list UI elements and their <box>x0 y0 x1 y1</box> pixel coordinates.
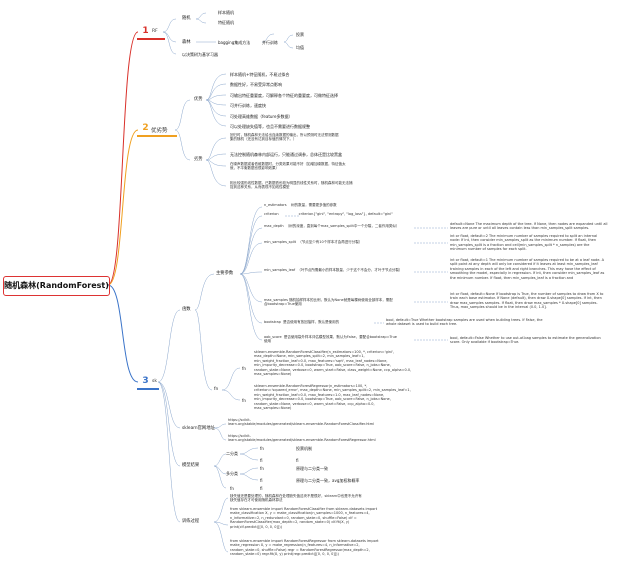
connector-root-pros <box>107 129 139 286</box>
pros-item[interactable]: 可输出特征重要度，可解释各个特征的重要度，可做特征选择 <box>230 93 338 98</box>
node-main-params[interactable]: 主要参数 <box>216 271 234 276</box>
branch-underline-sk <box>137 388 159 390</box>
cons-item[interactable]: 无法控制随机森林内部运行，只能通过调参，总体还是比较黑盒 <box>230 152 342 157</box>
node-cons[interactable]: 劣势 <box>194 157 203 162</box>
param-max-samples-detail: int or float, default=None If bootstrap … <box>450 292 604 310</box>
cons-item[interactable]: 在噪声数据或者低维数据时，分类效果可能不好（如增加噪数据，特征值太 就，不平衡数… <box>230 162 346 171</box>
node-training[interactable]: 训练过程 <box>182 519 200 524</box>
param-min-samples-leaf-detail: int or float, default=1 The minimum numb… <box>450 258 605 280</box>
node-functions[interactable]: 函数 <box>182 307 191 312</box>
pros-item[interactable]: 可处理高维数据（feature多数据） <box>230 114 293 119</box>
result-key: fn <box>260 466 264 471</box>
result-value[interactable]: 原理与二分类一致 <box>296 466 328 471</box>
node-sample-random[interactable]: 样本随机 <box>218 10 234 15</box>
pros-item[interactable]: 可以处理缺失值等，也且不需要进行数据规整 <box>230 124 310 129</box>
node-bagging[interactable]: bagging集成方法 <box>218 40 251 45</box>
link-classifier-doc[interactable]: https://scikit- learn.org/stable/modules… <box>228 418 375 427</box>
node-random[interactable]: 随机 <box>182 16 191 21</box>
cons-item[interactable]: 相比较强形线性数据，已数据低也较为明显的线性关系时，随机森林可能无法捕 捉到这种… <box>230 181 353 190</box>
node-vote[interactable]: 投票 <box>296 32 304 37</box>
branch-title-rf[interactable]: RF <box>152 29 158 34</box>
regressor-example-code: from sklearn.ensemble import RandomFores… <box>230 539 379 557</box>
classifier-signature: sklearn.ensemble.RandomForestClassifier(… <box>254 350 412 377</box>
result-key: fi <box>260 478 263 483</box>
node-binary[interactable]: 二分类 <box>226 451 238 456</box>
param-bootstrap[interactable]: bootstrap 是否使用有放回抽样，默认是使用的 <box>264 320 340 324</box>
param-criterion[interactable]: criterion criterion{"gini", "entropy", "… <box>264 212 393 216</box>
branch-number-pros-cons: 2 <box>142 123 149 133</box>
root-topic[interactable]: 随机森林(RandomForest) <box>3 276 110 296</box>
node-feature-random[interactable]: 特征随机 <box>218 20 234 25</box>
param-min-samples-leaf[interactable]: min_samples_leaf （叶节点所需最小的样本数量，少于这个不会分，才… <box>264 268 403 272</box>
param-min-samples-split[interactable]: min_samples_split （节点至少有10个样本才会再进行分裂） <box>264 240 363 244</box>
branch-underline-rf <box>137 38 165 40</box>
param-n-estimators[interactable]: n_estimators 树的数量，需要更多值的参数 <box>264 203 337 207</box>
result-value[interactable]: 原理与二分类一致，avg加权和概率 <box>296 478 360 483</box>
param-min-samples-split-detail: int or float, default=2 The minimum numb… <box>450 234 598 252</box>
branch-title-sk[interactable]: sk <box>152 379 157 384</box>
connector-root-rf <box>107 31 139 286</box>
node-extra-fi[interactable]: fi <box>260 486 263 491</box>
param-max-depth[interactable]: max_depth （树的深度，直到每个max_samples_split中一个… <box>264 224 400 228</box>
pros-item[interactable]: 数据性好，不易受异常点影响 <box>230 82 282 87</box>
link-regressor-doc[interactable]: https://scikit- learn.org/stable/modules… <box>228 434 376 443</box>
node-fn[interactable]: fn <box>214 387 219 392</box>
result-value[interactable]: 投票机制 <box>296 446 312 451</box>
pros-item[interactable]: 样本随机+特征随机，不易过拟合 <box>230 72 290 77</box>
result-key: fi <box>260 458 263 463</box>
pros-item[interactable]: 可并行训练，速度快 <box>230 103 266 108</box>
node-multiclass[interactable]: 多分类 <box>226 471 238 476</box>
node-regressor-fn[interactable]: fn <box>242 398 246 403</box>
regressor-signature: sklearn.ensemble.RandomForestRegressor(n… <box>254 384 411 411</box>
node-sklearn-url[interactable]: sklearn官网地址 <box>182 426 215 431</box>
node-model-results[interactable]: 模型结果 <box>182 463 200 468</box>
node-pros[interactable]: 优势 <box>194 97 203 102</box>
param-max-depth-detail: default=None The maximum depth of the tr… <box>450 222 608 231</box>
branch-number-sk: 3 <box>142 376 149 386</box>
node-parallel-train[interactable]: 并行训练 <box>262 40 278 45</box>
result-key: fn <box>260 446 264 451</box>
param-oob-score-detail: bool, default=False Whether to use out-o… <box>450 336 601 345</box>
node-decision-tree[interactable]: 以决策树为基学习器 <box>182 52 218 57</box>
branch-title-pros-cons[interactable]: 优劣势 <box>151 128 168 134</box>
branch-number-rf: 1 <box>142 26 149 36</box>
node-classifier-fn[interactable]: fn <box>242 366 246 371</box>
node-extra-fn[interactable]: fn <box>230 486 234 491</box>
classifier-example-code: from sklearn.ensemble import RandomFores… <box>230 507 378 529</box>
cons-item[interactable]: 回归时，随机森林无法给出连续数据的输出，所以预测时无法预测数据 集的随机（还没有… <box>230 133 339 142</box>
connector-root-sk <box>107 284 139 383</box>
result-value[interactable]: fi <box>296 458 299 463</box>
training-note: 缺失值还是要处理的，随机森林在处理缺失值这块不是很好，sklearn中也是不允许… <box>230 494 362 503</box>
node-forest[interactable]: 森林 <box>182 40 191 45</box>
node-mean[interactable]: 均值 <box>296 45 304 50</box>
param-oob-score[interactable]: oob_score 是否使用袋外样本评估模型效果，默认为False，要配合boo… <box>264 335 397 344</box>
param-bootstrap-detail: bool, default=True Whether bootstrap sam… <box>386 318 543 327</box>
param-max-samples[interactable]: max_samples 随机抽样样本的比例，默认为None就是每棵树使用全部样本… <box>264 298 393 307</box>
branch-underline-pros-cons <box>137 135 177 137</box>
